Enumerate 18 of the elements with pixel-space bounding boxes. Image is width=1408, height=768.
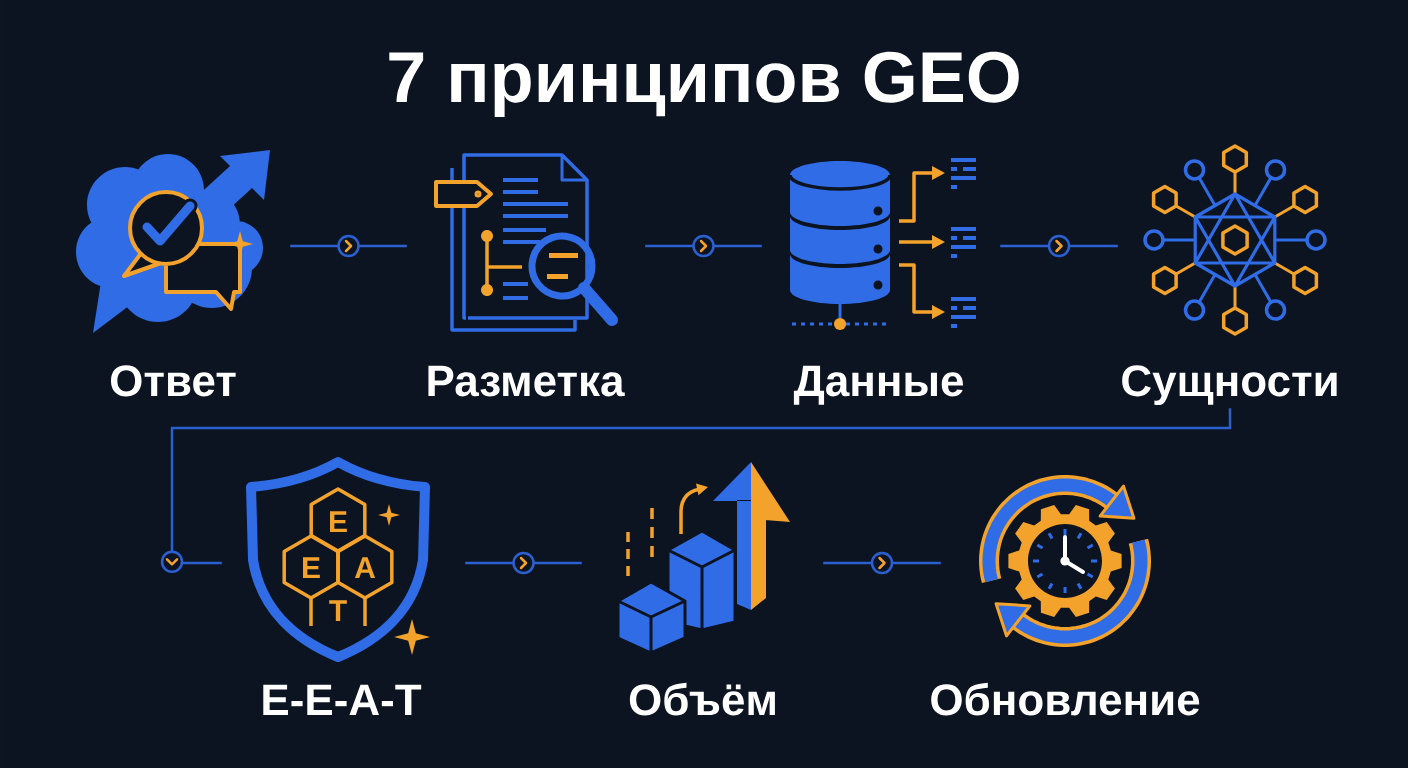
step-label: Данные — [793, 365, 963, 405]
step-label: Ответ — [111, 365, 236, 397]
arrow — [1000, 234, 1118, 258]
arrow — [465, 551, 582, 575]
arrow — [823, 551, 941, 575]
hexagon-letter: E — [330, 511, 347, 532]
arrow — [160, 408, 1232, 574]
title: 7 принципов GEO — [389, 51, 1019, 117]
step-label: Разметка — [428, 365, 625, 397]
hexagon-letter: A — [354, 557, 376, 578]
step-label: E-E-A-T — [263, 684, 422, 715]
hexagon-letter: T — [329, 600, 347, 621]
hexagon-letter: E — [303, 557, 320, 578]
arrow — [290, 234, 407, 258]
step-label: Сущности — [1122, 365, 1337, 406]
step-label: Объём — [629, 682, 775, 716]
arrow — [645, 234, 762, 258]
step-label: Обновление — [931, 682, 1200, 716]
